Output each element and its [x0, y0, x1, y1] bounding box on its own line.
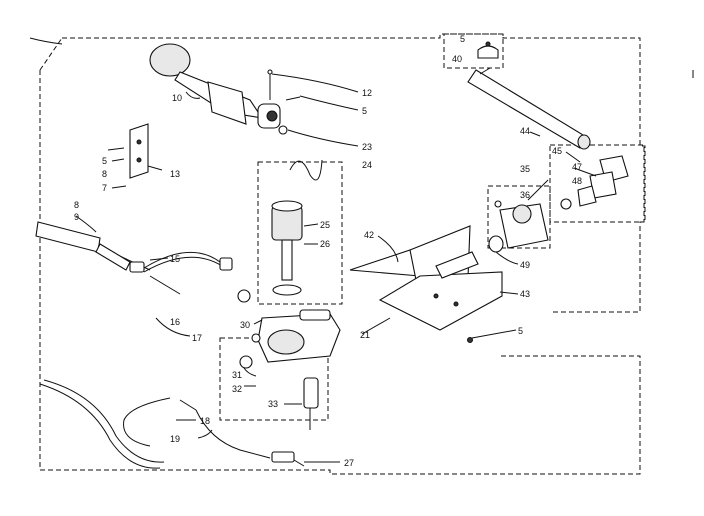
burner-tube — [467, 67, 591, 150]
valve-body — [239, 309, 341, 430]
callout-42: 42 — [364, 230, 374, 240]
callout-43: 43 — [520, 289, 530, 299]
clamp-group-box — [443, 33, 504, 69]
callout-45: 45 — [552, 146, 562, 156]
thermocouple-group-box — [219, 337, 329, 421]
callout-25: 25 — [320, 220, 330, 230]
callout-5-a: 5 — [362, 106, 367, 116]
thermocouple-lead — [39, 379, 305, 469]
callout-9: 9 — [74, 212, 79, 222]
callout-26: 26 — [320, 239, 330, 249]
callout-8: 8 — [102, 169, 107, 179]
callout-7: 7 — [102, 183, 107, 193]
valve-group-box — [257, 161, 343, 305]
chassis-bracket — [349, 225, 503, 331]
callout-24: 24 — [362, 160, 372, 170]
callout-19: 19 — [170, 434, 180, 444]
regulator-group-box — [487, 185, 551, 249]
leader-lines — [75, 73, 597, 463]
callout-44: 44 — [520, 126, 530, 136]
pilot-assembly — [35, 221, 233, 295]
callout-31: 31 — [232, 370, 242, 380]
burner-head — [149, 43, 301, 135]
callout-49: 49 — [520, 260, 530, 270]
callout-35: 35 — [520, 164, 530, 174]
bracket — [107, 123, 163, 179]
callout-5-top: 5 — [460, 34, 465, 44]
callout-8b: 8 — [74, 200, 79, 210]
callout-13: 13 — [170, 169, 180, 179]
callout-47: 47 — [572, 162, 582, 172]
callout-5-c: 5 — [518, 326, 523, 336]
callout-21: 21 — [360, 330, 370, 340]
callout-40: 40 — [452, 54, 462, 64]
callout-5-b: 5 — [102, 156, 107, 166]
gas-valve — [237, 159, 323, 303]
callout-18: 18 — [200, 416, 210, 426]
callout-15: 15 — [170, 254, 180, 264]
callout-10-top: 10 — [172, 93, 182, 103]
clamp — [477, 41, 499, 59]
callout-48: 48 — [572, 176, 582, 186]
callout-32: 32 — [232, 384, 242, 394]
callout-12: 12 — [362, 88, 372, 98]
fitting-group-box — [549, 144, 645, 223]
regulator — [488, 200, 549, 253]
callout-36: 36 — [520, 190, 530, 200]
callout-33: 33 — [268, 399, 278, 409]
callout-30: 30 — [240, 320, 250, 330]
callout-23: 23 — [362, 142, 372, 152]
assembly-boundary — [29, 33, 694, 475]
callout-labels: 5 40 12 5 10 23 44 5 8 13 7 24 45 35 47 … — [74, 34, 582, 468]
callout-27: 27 — [344, 458, 354, 468]
callout-16: 16 — [170, 317, 180, 327]
callout-17: 17 — [192, 333, 202, 343]
fittings — [560, 155, 629, 210]
